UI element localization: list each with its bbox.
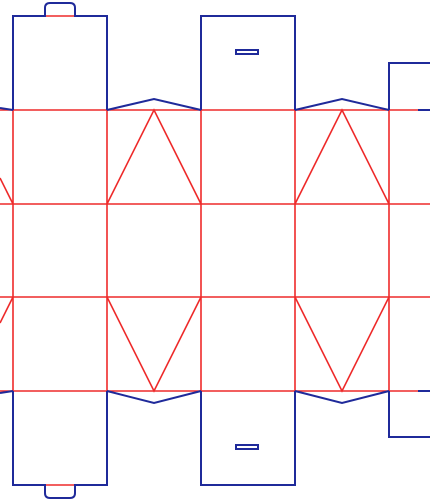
bottom-flap-middle bbox=[200, 391, 296, 486]
top-edge-gusset-2 bbox=[294, 97, 390, 111]
gusset-fold-upper-1 bbox=[106, 108, 202, 205]
bottom-flap-left bbox=[12, 391, 108, 499]
gusset-fold-upper-2 bbox=[294, 108, 390, 205]
slot-top bbox=[235, 49, 259, 55]
fold-lines bbox=[0, 15, 430, 486]
slot-bottom bbox=[235, 444, 259, 450]
top-flap-middle bbox=[200, 15, 296, 110]
bottom-edge-gusset-1 bbox=[106, 390, 202, 405]
top-flap-right bbox=[388, 62, 430, 110]
bottom-edge-gusset-2 bbox=[294, 390, 390, 405]
top-edge-left bbox=[0, 107, 14, 111]
gusset-fold-lower-1 bbox=[106, 296, 202, 393]
gusset-fold-left-lower bbox=[0, 296, 14, 324]
top-flap-left bbox=[12, 2, 108, 110]
gusset-fold-left-upper bbox=[0, 177, 14, 205]
top-edge-gusset-1 bbox=[106, 97, 202, 111]
bottom-flap-right bbox=[388, 391, 430, 438]
gusset-fold-lower-2 bbox=[294, 296, 390, 393]
bottom-edge-left bbox=[0, 390, 14, 394]
